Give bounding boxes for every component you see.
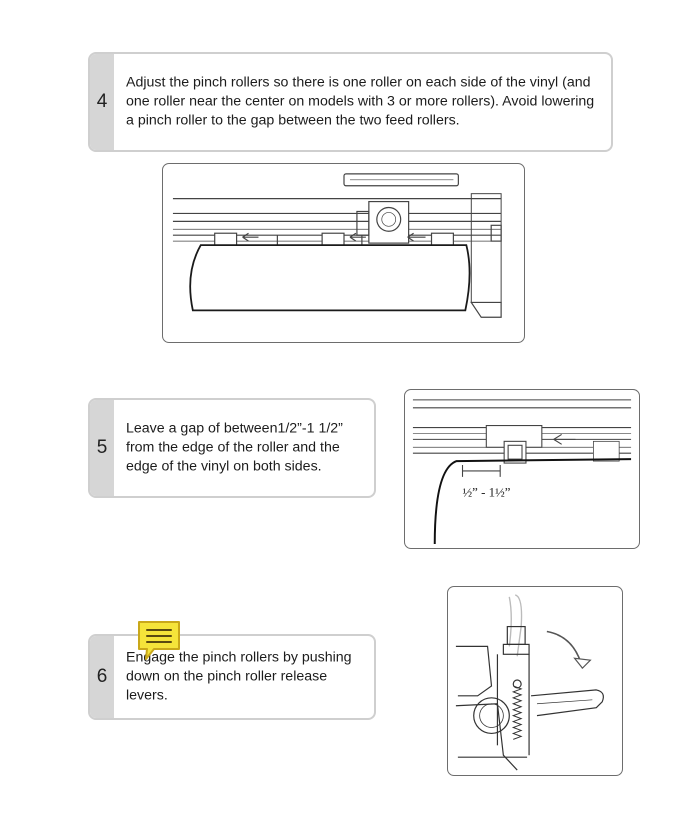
step-4-tab — [90, 54, 114, 150]
step-4-card: 4 Adjust the pinch rollers so there is o… — [88, 52, 613, 152]
step-5-tab — [90, 400, 114, 496]
step-4-number: 4 — [96, 91, 108, 112]
step-5-card: 5 Leave a gap of between1/2”-1 1/2” from… — [88, 398, 376, 498]
figure-cutter-front — [162, 163, 525, 343]
step-5-text: Leave a gap of between1/2”-1 1/2” from t… — [126, 420, 343, 475]
step-6-tab — [90, 636, 114, 718]
figure-roller-gap: ½” - 1½” — [404, 389, 640, 549]
step-5-number: 5 — [96, 437, 108, 458]
figure-release-lever — [447, 586, 623, 776]
note-icon[interactable] — [136, 619, 182, 663]
step-6-text: Engage the pinch rollers by pushing down… — [126, 649, 352, 704]
step-6-number: 6 — [96, 666, 108, 687]
gap-measurement-label: ½” - 1½” — [463, 486, 511, 500]
step-6-card: 6 Engage the pinch rollers by pushing do… — [88, 634, 376, 720]
step-4-text: Adjust the pinch rollers so there is one… — [126, 74, 595, 129]
